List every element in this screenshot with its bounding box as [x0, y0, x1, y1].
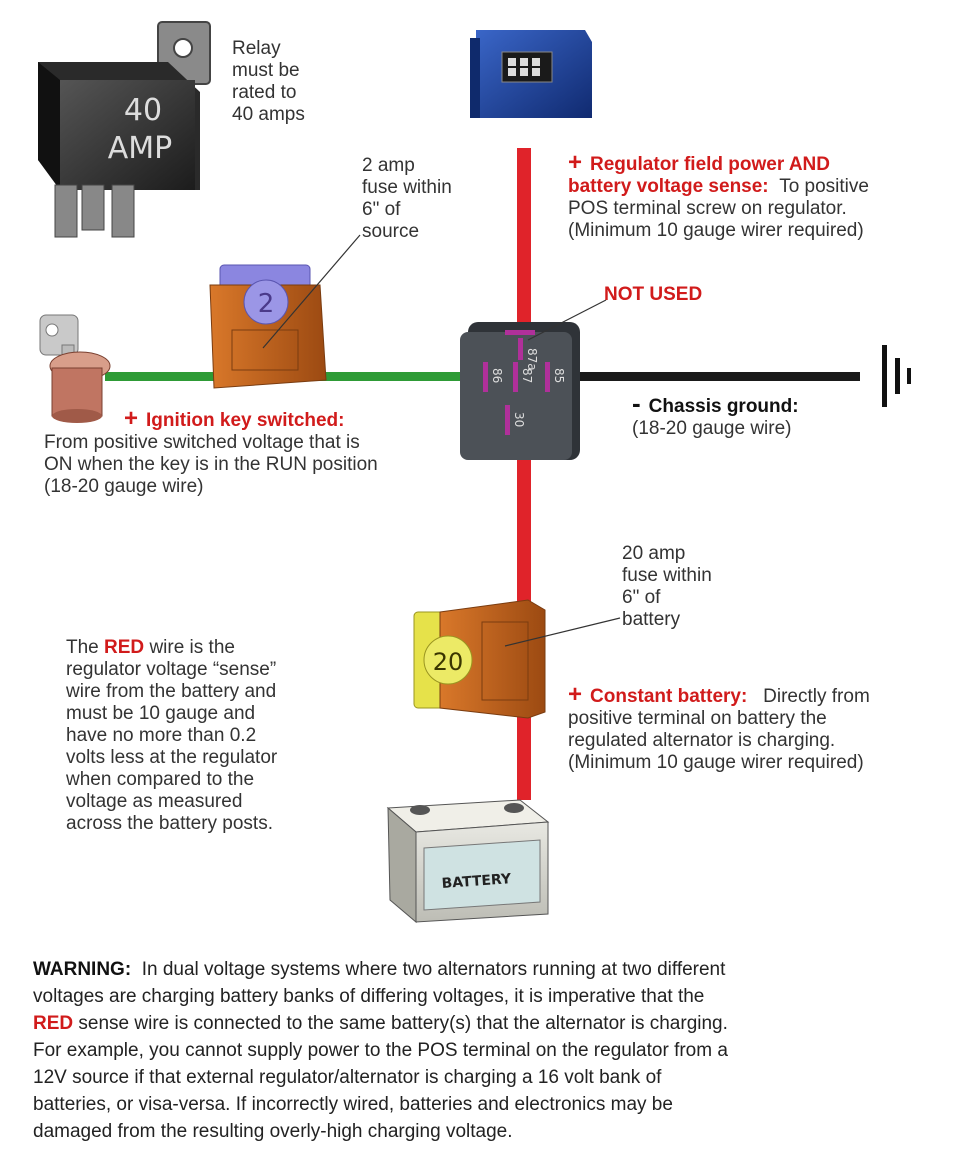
relay-note-line: must be: [232, 60, 300, 81]
warning-line: sense wire is connected to the same batt…: [78, 1013, 728, 1034]
fuse-note-line: source: [362, 221, 420, 242]
ignition-text: (18-20 gauge wire): [44, 476, 204, 497]
regulator-icon: [470, 30, 592, 118]
ignition-key-icon: [39, 314, 111, 423]
fuse-2amp-icon: 2: [209, 264, 327, 389]
relay-rating-note: Relay must be rated to 40 amps: [232, 38, 305, 126]
not-used-label: NOT USED: [604, 284, 703, 305]
ignition-title: Ignition key switched:: [146, 410, 345, 431]
red-note-text: The: [66, 637, 99, 658]
svg-text:30: 30: [512, 412, 526, 427]
svg-text:85: 85: [552, 368, 566, 383]
svg-text:40: 40: [124, 93, 162, 128]
fuse-20amp-note: 20 amp fuse within 6" of battery: [622, 543, 712, 631]
relay-note-line: Relay: [232, 38, 281, 59]
relay-40amp-icon: 40 AMP: [38, 21, 211, 238]
ground-icon: [882, 345, 911, 407]
red-wire-top: [517, 148, 531, 348]
red-note-red-word: RED: [104, 637, 145, 658]
warning-paragraph: WARNING: In dual voltage systems where t…: [33, 956, 933, 1145]
warning-line: batteries, or visa-versa. If incorrectly…: [33, 1094, 673, 1115]
constant-battery-text: Directly from: [763, 686, 870, 707]
fuse-note-line: 20 amp: [622, 543, 686, 564]
fuse-20amp-icon: 20: [413, 599, 546, 719]
red-note-line: regulator voltage “sense”: [66, 659, 277, 680]
regulator-field-text: To positive: [779, 176, 869, 197]
black-wire: [580, 372, 860, 381]
chassis-title: Chassis ground:: [648, 396, 799, 417]
svg-text:2: 2: [258, 289, 275, 319]
svg-text:20: 20: [433, 648, 464, 676]
fuse-note-line: 2 amp: [362, 155, 415, 176]
red-wire-note: The RED wire is the regulator voltage “s…: [66, 637, 277, 835]
red-note-line: wire from the battery and: [66, 681, 277, 702]
warning-red-word: RED: [33, 1013, 74, 1034]
not-used-leader: [527, 299, 607, 341]
red-note-line: have no more than 0.2: [66, 725, 257, 746]
plus-sign: +: [124, 405, 139, 432]
regulator-field-text: (Minimum 10 gauge wirer required): [568, 220, 864, 241]
plus-sign: +: [568, 681, 583, 708]
warning-line: 12V source if that external regulator/al…: [33, 1067, 662, 1088]
fuse-note-line: 6" of: [362, 199, 401, 220]
red-note-line: across the battery posts.: [66, 813, 273, 834]
regulator-field-title: Regulator field power AND: [590, 154, 830, 175]
fuse-2amp-leader: [262, 234, 361, 349]
constant-battery-title: Constant battery:: [590, 686, 748, 707]
svg-text:AMP: AMP: [108, 131, 173, 166]
warning-line: damaged from the resulting overly-high c…: [33, 1121, 513, 1142]
fuse-20amp-leader: [504, 617, 621, 647]
regulator-field-title-2: battery voltage sense:: [568, 176, 769, 197]
constant-battery-text: (Minimum 10 gauge wirer required): [568, 752, 864, 773]
ignition-label: + Ignition key switched: From positive sw…: [44, 405, 378, 498]
warning-line: In dual voltage systems where two altern…: [141, 959, 726, 980]
fuse-2amp-note: 2 amp fuse within 6" of source: [362, 155, 452, 243]
constant-battery-text: regulated alternator is charging.: [568, 730, 836, 751]
svg-text:87: 87: [520, 368, 534, 383]
regulator-field-text: POS terminal screw on regulator.: [568, 198, 847, 219]
ignition-text: From positive switched voltage that is: [44, 432, 360, 453]
battery-icon: BATTERY: [386, 799, 550, 924]
red-note-line: volts less at the regulator: [66, 747, 278, 768]
svg-text:86: 86: [490, 368, 504, 383]
constant-battery-label: + Constant battery: Directly from positiv…: [568, 681, 870, 774]
fuse-note-line: battery: [622, 609, 681, 630]
relay-note-line: rated to: [232, 82, 297, 103]
red-note-line: voltage as measured: [66, 791, 243, 812]
warning-line: For example, you cannot supply power to …: [33, 1040, 728, 1061]
relay-note-line: 40 amps: [232, 104, 305, 125]
red-note-line: must be 10 gauge and: [66, 703, 256, 724]
warning-line: voltages are charging battery banks of d…: [33, 986, 705, 1007]
constant-battery-text: positive terminal on battery the: [568, 708, 827, 729]
chassis-text: (18-20 gauge wire): [632, 418, 792, 439]
relay-socket: 87a 86 87 85 30: [460, 322, 580, 460]
fuse-note-line: fuse within: [362, 177, 452, 198]
svg-text:BATTERY: BATTERY: [441, 871, 512, 892]
svg-text:87a: 87a: [525, 348, 539, 371]
minus-sign: -: [632, 388, 641, 418]
red-note-line: when compared to the: [66, 769, 255, 790]
regulator-field-power-label: + Regulator field power AND battery volta…: [568, 149, 869, 242]
fuse-note-line: 6" of: [622, 587, 661, 608]
warning-label: WARNING:: [33, 959, 132, 980]
plus-sign: +: [568, 149, 583, 176]
red-note-text: wire is the: [149, 637, 235, 658]
ignition-text: ON when the key is in the RUN position: [44, 454, 378, 475]
fuse-note-line: fuse within: [622, 565, 712, 586]
chassis-ground-label: -Chassis ground: (18-20 gauge wire): [632, 390, 799, 440]
